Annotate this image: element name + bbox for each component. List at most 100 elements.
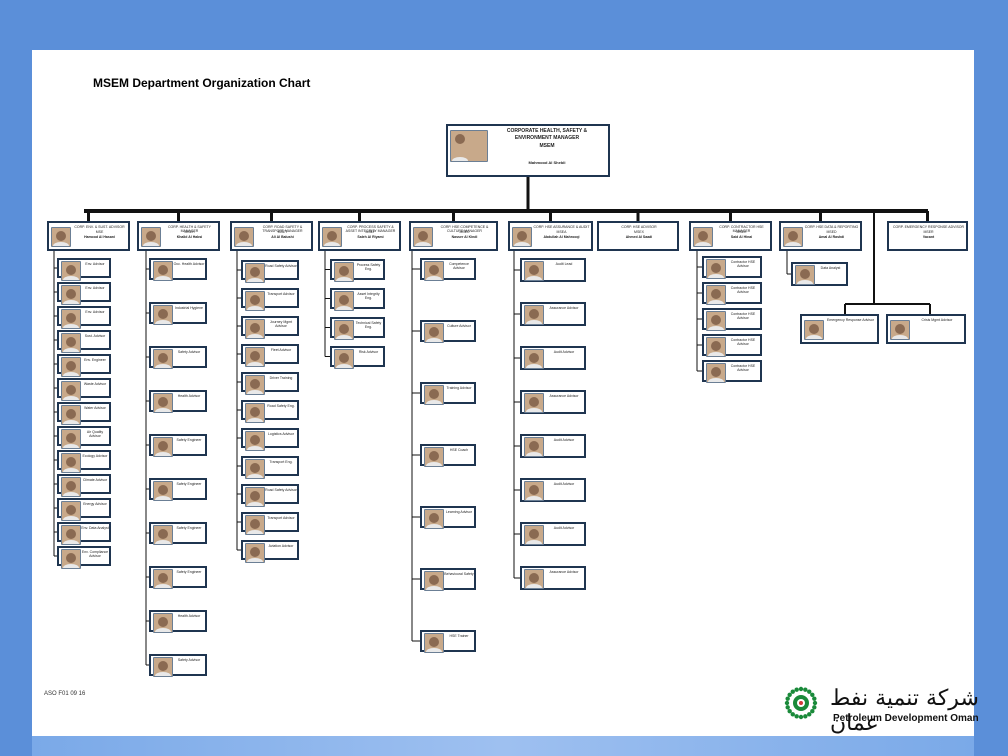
person-photo	[245, 263, 265, 283]
logo-dot	[790, 689, 795, 694]
person-photo	[153, 613, 173, 633]
person-photo	[61, 453, 81, 473]
logo-dot	[790, 712, 795, 717]
position-title: CORP. ROAD SAFETY & TRANSPORT MANAGER	[262, 225, 303, 233]
person-photo	[795, 265, 815, 285]
position-title: CORP. HEALTH & SAFETY MANAGER	[167, 225, 212, 233]
person-name: Ali Al Balushi	[271, 235, 294, 239]
col0-box: Water Advisor	[57, 402, 111, 425]
col5-box: Audit Lead	[520, 258, 586, 282]
person-name: Amal Al Rashdi	[818, 235, 845, 239]
logo-dot	[812, 700, 818, 706]
col5-box: Assurance Advisor	[520, 390, 586, 414]
position-title: Water Advisor	[84, 406, 106, 410]
person-photo	[153, 569, 173, 589]
person-photo	[693, 227, 713, 247]
position-title: CORP. HSE DATA & REPORTING	[804, 225, 859, 229]
position-title: Asset Integrity Eng.	[357, 292, 380, 300]
extra-box: Crisis Mgmt Advisor	[886, 314, 966, 344]
col0-box: Env. Data Analyst	[57, 522, 111, 545]
position-title: Assurance Advisor	[549, 306, 579, 310]
position-title: Fleet Advisor	[270, 348, 292, 352]
person-photo	[706, 363, 726, 383]
manager-box: CORPORATE HEALTH, SAFETY & ENVIRONMENT M…	[446, 124, 610, 177]
page-title: MSEM Department Organization Chart	[93, 76, 311, 90]
col1-box: Industrial Hygiene	[149, 302, 207, 325]
person-photo	[524, 437, 544, 457]
logo-dot	[807, 689, 812, 694]
col3-box: Asset Integrity Eng.	[330, 288, 385, 311]
pdo-logo-icon	[784, 686, 818, 720]
position-title: Road Safety Advisor	[265, 264, 297, 268]
person-photo	[706, 311, 726, 331]
person-photo	[245, 459, 265, 479]
bottom-band	[32, 736, 974, 756]
person-photo	[245, 487, 265, 507]
person-photo	[450, 130, 488, 162]
person-photo	[61, 549, 81, 569]
person-name: Abdullah Al Mahrooqi	[543, 235, 580, 239]
position-title: MSER	[923, 230, 934, 234]
person-photo	[424, 261, 444, 281]
position-title: Technical Safety Eng.	[355, 321, 382, 329]
position-title: Industrial Hygiene	[174, 306, 203, 310]
extra-box: Emergency Response Advisor	[800, 314, 879, 344]
person-photo	[524, 261, 544, 281]
person-photo	[61, 501, 81, 521]
position-title: Env. Engineer	[84, 358, 106, 362]
logo-dot	[810, 709, 815, 714]
col1-box: Safety Advisor	[149, 654, 207, 677]
logo-dot	[803, 687, 808, 692]
logo-dot	[784, 700, 790, 706]
person-photo	[245, 375, 265, 395]
col2-box: Logistics Advisor	[241, 428, 299, 451]
manager-title: CORPORATE HEALTH, SAFETY & ENVIRONMENT M…	[506, 128, 588, 141]
col2-box: Road Safety Eng.	[241, 400, 299, 423]
person-photo	[141, 227, 161, 247]
col2-box: Transport Advisor	[241, 512, 299, 535]
position-title: Env. Data Analyst	[81, 526, 109, 530]
position-title: Safety Advisor	[177, 350, 201, 354]
person-photo	[153, 525, 173, 545]
position-title: MSEH	[184, 230, 195, 234]
position-title: Crisis Mgmt Advisor	[921, 318, 953, 322]
col2-box: Driver Training	[241, 372, 299, 395]
position-title: MSE	[95, 230, 104, 234]
person-photo	[153, 437, 173, 457]
person-photo	[524, 525, 544, 545]
logo-dot	[785, 696, 790, 701]
position-title: Data Analyst	[820, 266, 841, 270]
person-photo	[524, 481, 544, 501]
position-title: Energy Advisor	[83, 502, 107, 506]
col0-box: Waste Advisor	[57, 378, 111, 401]
position-title: Competence Advisor	[449, 262, 469, 270]
person-photo	[524, 305, 544, 325]
position-title: CORP. CONTRACTOR HSE MANAGER	[719, 225, 764, 233]
person-photo	[61, 525, 81, 545]
person-photo	[245, 403, 265, 423]
col0-box: Env. Advisor	[57, 258, 111, 281]
col8-box: Data Analyst	[791, 262, 848, 286]
col4-box: Competence Advisor	[420, 258, 476, 281]
logo-dot	[787, 692, 792, 697]
logo-dot	[798, 686, 804, 692]
person-photo	[153, 305, 173, 325]
col7-box: Contractor HSE Advisor	[702, 360, 762, 383]
person-photo	[61, 357, 81, 377]
person-photo	[245, 431, 265, 451]
logo-dot	[810, 692, 815, 697]
col0-box: Air Quality Advisor	[57, 426, 111, 449]
person-photo	[706, 285, 726, 305]
person-photo	[334, 291, 354, 311]
person-photo	[153, 393, 173, 413]
col0-box: Env. Compliance Advisor	[57, 546, 111, 569]
col5-box: Assurance Advisor	[520, 302, 586, 326]
position-title: Contractor HSE Advisor	[730, 286, 756, 294]
position-title: Safety Engineer	[176, 438, 202, 442]
position-title: MSEC	[459, 230, 470, 234]
position-title: Env. Advisor	[85, 310, 105, 314]
